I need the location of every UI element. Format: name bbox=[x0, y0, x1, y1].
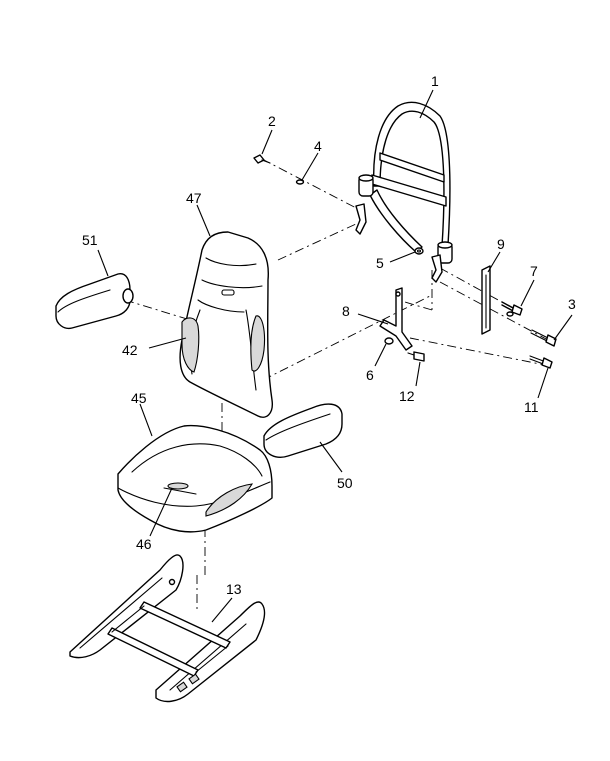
callout-4: 4 bbox=[314, 138, 322, 154]
armrest-left-51 bbox=[55, 273, 134, 330]
callout-47: 47 bbox=[186, 190, 202, 206]
callout-12: 12 bbox=[399, 388, 415, 404]
callout-42: 42 bbox=[122, 342, 138, 358]
backrest-cushion-47 bbox=[179, 231, 273, 418]
callout-46: 46 bbox=[136, 536, 152, 552]
callout-45: 45 bbox=[131, 390, 147, 406]
callout-50: 50 bbox=[337, 475, 353, 491]
bracket-9 bbox=[481, 265, 491, 335]
callout-7: 7 bbox=[530, 263, 538, 279]
callout-11: 11 bbox=[524, 399, 539, 415]
washer-small bbox=[506, 311, 514, 317]
callout-8: 8 bbox=[342, 303, 350, 319]
callout-5: 5 bbox=[376, 255, 384, 271]
seat-back-frame bbox=[355, 101, 453, 283]
seat-cushion-45 bbox=[117, 424, 273, 533]
callout-51: 51 bbox=[82, 232, 98, 248]
leader-lines bbox=[97, 89, 573, 623]
link-arm-8 bbox=[379, 287, 413, 351]
callout-6: 6 bbox=[366, 367, 374, 383]
callout-13: 13 bbox=[226, 581, 242, 597]
screw-2 bbox=[253, 154, 271, 164]
nut-6 bbox=[384, 337, 394, 345]
bolt-3 bbox=[530, 329, 557, 347]
armrest-right-50 bbox=[263, 403, 343, 458]
callout-1: 1 bbox=[431, 73, 439, 89]
assembly-centerlines bbox=[124, 158, 549, 610]
callout-9: 9 bbox=[497, 236, 505, 252]
callout-2: 2 bbox=[268, 113, 276, 129]
bolt-12 bbox=[407, 351, 425, 362]
callout-3: 3 bbox=[568, 296, 576, 312]
seat-base-frame-13 bbox=[69, 554, 266, 703]
callout-labels: 1 2 4 47 51 9 5 7 3 8 42 6 12 45 11 50 4… bbox=[82, 73, 576, 597]
bolt-11 bbox=[529, 355, 553, 369]
bolt-7 bbox=[501, 301, 523, 316]
washer-5 bbox=[414, 247, 424, 255]
washer-4 bbox=[295, 179, 305, 185]
